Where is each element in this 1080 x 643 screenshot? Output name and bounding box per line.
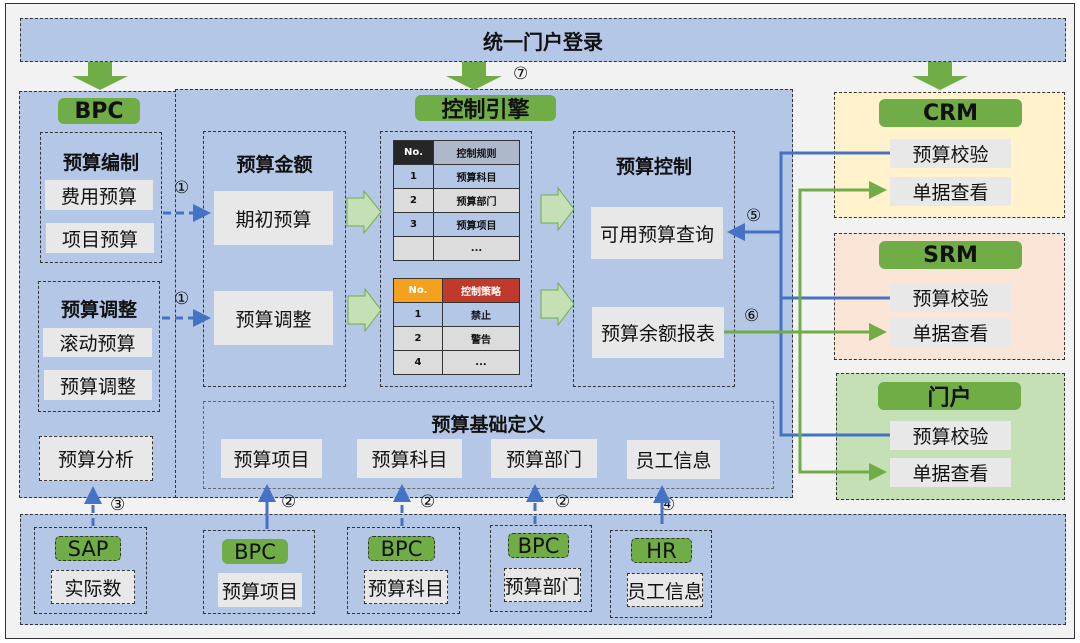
strategy-header-no: No. <box>393 278 443 303</box>
strategy-no: 4 <box>393 350 443 375</box>
portal-doc-view-item[interactable]: 单据查看 <box>890 458 1011 487</box>
rule-no: 2 <box>393 188 434 213</box>
crm-budget-check-item[interactable]: 预算校验 <box>890 139 1011 168</box>
budget-analysis-item[interactable]: 预算分析 <box>39 436 153 481</box>
base-budget-project-item[interactable]: 预算项目 <box>221 439 322 478</box>
table-row: ... <box>393 236 520 261</box>
rule-no: 1 <box>393 164 434 189</box>
table-row: 3 预算项目 <box>393 212 520 237</box>
rule-name: ... <box>433 236 520 261</box>
srm-doc-view-item[interactable]: 单据查看 <box>890 318 1011 347</box>
rule-no <box>393 236 434 261</box>
opening-budget-item[interactable]: 期初预算 <box>214 191 333 245</box>
budget-base-definition-group <box>203 401 774 489</box>
available-budget-query-item[interactable]: 可用预算查询 <box>591 207 723 259</box>
bpc-project-source-item[interactable]: 预算项目 <box>218 573 302 607</box>
strategy-name: 警告 <box>442 326 520 351</box>
table-row: 1 禁止 <box>393 302 520 327</box>
sap-source-group <box>34 527 147 614</box>
strategy-header-name: 控制策略 <box>442 278 520 303</box>
strategy-no: 2 <box>393 326 443 351</box>
rule-no: 3 <box>393 212 434 237</box>
table-row: 1 预算科目 <box>393 164 520 189</box>
portal-budget-check-item[interactable]: 预算校验 <box>890 421 1011 450</box>
step-2-marker-subject: ② <box>420 492 436 512</box>
project-budget-item[interactable]: 项目预算 <box>46 223 154 253</box>
budget-control-group <box>573 131 735 387</box>
sap-actuals-item[interactable]: 实际数 <box>51 570 135 604</box>
bpc-project-source-group <box>203 530 315 614</box>
step-4-marker: ④ <box>660 495 676 515</box>
budget-amount-group <box>203 131 346 387</box>
bpc-dept-source-group <box>490 525 592 612</box>
strategy-name: ... <box>442 350 520 375</box>
srm-tag: SRM <box>879 241 1022 269</box>
step-1-marker-prep: ① <box>174 178 190 198</box>
base-employee-info-item[interactable]: 员工信息 <box>627 440 720 479</box>
budget-prep-group <box>40 132 162 263</box>
table-row: 2 警告 <box>393 326 520 351</box>
amount-budget-adjust-item[interactable]: 预算调整 <box>214 291 333 345</box>
budget-prep-title: 预算编制 <box>62 152 139 174</box>
bpc-subject-source-group <box>347 527 460 614</box>
bpc-subject-source-tag: BPC <box>368 536 435 561</box>
base-budget-subject-item[interactable]: 预算科目 <box>357 439 462 478</box>
hr-source-group <box>610 530 712 618</box>
control-engine-tag: 控制引擎 <box>415 95 556 123</box>
table-row: 4 ... <box>393 350 520 375</box>
step-7-marker: ⑦ <box>513 64 529 84</box>
rules-header-no: No. <box>393 140 434 165</box>
portal-tag: 门户 <box>878 382 1021 411</box>
sap-tag: SAP <box>55 536 121 561</box>
rules-header-rule: 控制规则 <box>433 140 520 165</box>
budget-balance-report-item[interactable]: 预算余额报表 <box>592 307 724 358</box>
bpc-dept-source-tag: BPC <box>508 533 569 558</box>
unified-portal-login-bar: 统一门户登录 <box>20 18 1066 62</box>
crm-doc-view-item[interactable]: 单据查看 <box>890 177 1011 206</box>
bpc-subject-source-item[interactable]: 预算科目 <box>364 570 448 604</box>
srm-budget-check-item[interactable]: 预算校验 <box>890 283 1011 312</box>
hr-employee-info-item[interactable]: 员工信息 <box>627 573 703 607</box>
table-row: 2 预算部门 <box>393 188 520 213</box>
step-1-marker-adjust: ① <box>174 289 190 309</box>
bpc-dept-source-item[interactable]: 预算部门 <box>504 568 581 602</box>
budget-base-definition-title: 预算基础定义 <box>431 414 546 436</box>
bpc-tag: BPC <box>58 98 140 124</box>
budget-adjust-title: 预算调整 <box>60 299 137 321</box>
strategy-no: 1 <box>393 302 443 327</box>
rules-container <box>380 131 532 387</box>
control-strategy-table: No. 控制策略 1 禁止 2 警告 4 ... <box>393 278 520 375</box>
step-6-marker: ⑥ <box>744 306 760 326</box>
step-2-marker-project: ② <box>281 492 297 512</box>
rolling-budget-item[interactable]: 滚动预算 <box>43 328 152 357</box>
control-rules-table: No. 控制规则 1 预算科目 2 预算部门 3 预算项目 ... <box>393 140 520 261</box>
bpc-project-source-tag: BPC <box>222 539 288 564</box>
budget-amount-title: 预算金额 <box>236 154 313 176</box>
hr-tag: HR <box>631 538 692 563</box>
strategy-name: 禁止 <box>442 302 520 327</box>
budget-adjust-group <box>38 281 160 412</box>
bpc-panel <box>19 91 176 498</box>
base-budget-dept-item[interactable]: 预算部门 <box>491 439 597 478</box>
header-title: 统一门户登录 <box>483 29 603 54</box>
crm-tag: CRM <box>879 99 1022 127</box>
budget-control-title: 预算控制 <box>615 156 692 178</box>
expense-budget-item[interactable]: 费用预算 <box>45 180 153 210</box>
step-3-marker: ③ <box>110 495 126 515</box>
rule-name: 预算项目 <box>433 212 520 237</box>
rule-name: 预算科目 <box>433 164 520 189</box>
budget-adjust-item[interactable]: 预算调整 <box>44 370 152 400</box>
rule-name: 预算部门 <box>433 188 520 213</box>
step-5-marker: ⑤ <box>746 206 762 226</box>
step-2-marker-dept: ② <box>555 492 571 512</box>
